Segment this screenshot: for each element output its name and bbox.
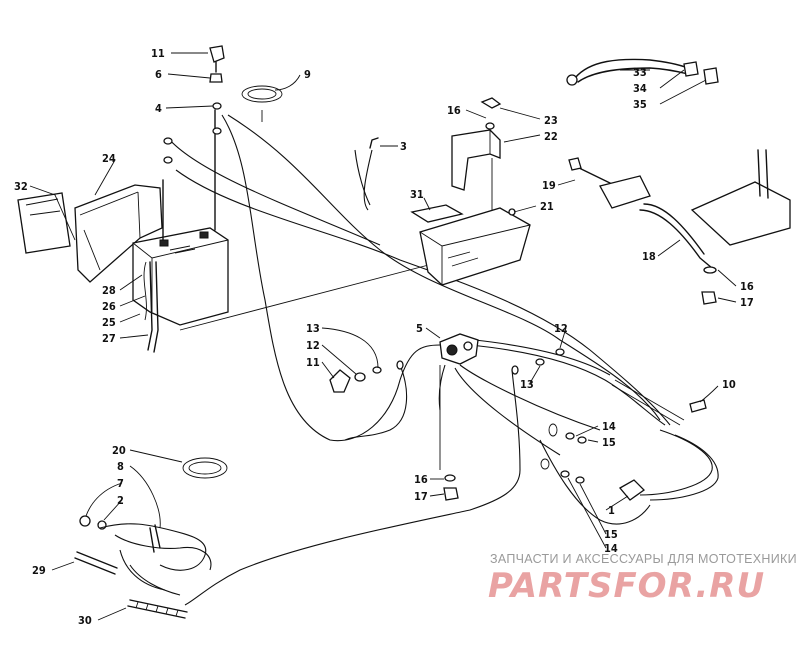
upper-right-assembly — [566, 58, 791, 305]
cable-harness — [167, 114, 719, 606]
callout-16: 16 — [447, 104, 461, 117]
battery — [132, 227, 229, 326]
callout-18: 18 — [642, 250, 656, 263]
watermark-logo: PARTSFOR.RU — [488, 566, 766, 606]
fuse-wiring — [443, 399, 707, 501]
callout-5: 5 — [416, 322, 423, 335]
wing-nut-23 — [480, 97, 502, 109]
callout-8: 8 — [117, 460, 124, 473]
callout-labels: 11 6 9 4 3 24 32 28 26 25 27 16 23 22 31… — [14, 47, 754, 627]
clamp-9 — [241, 85, 283, 103]
grommet-34 — [683, 61, 699, 77]
callout-29: 29 — [32, 564, 46, 577]
callout-11: 11 — [306, 356, 320, 369]
nut-17 — [701, 291, 717, 305]
callout-4: 4 — [155, 102, 162, 115]
callout-25: 25 — [102, 316, 116, 329]
battery-assembly — [17, 109, 229, 353]
bracket-18 — [639, 209, 713, 269]
callout-15: 15 — [604, 528, 618, 541]
callout-17: 17 — [414, 490, 428, 503]
callout-16: 16 — [740, 280, 754, 293]
callout-24: 24 — [102, 152, 116, 165]
callout-27: 27 — [102, 332, 116, 345]
connector-1 — [619, 479, 646, 501]
callout-12: 12 — [306, 339, 320, 352]
callout-15: 15 — [602, 436, 616, 449]
ground-cable-3 — [369, 137, 379, 149]
pad-31 — [410, 204, 464, 223]
battery-cover — [74, 184, 163, 283]
lower-left-assembly — [74, 457, 228, 619]
solenoid-5 — [439, 333, 479, 365]
battery-tray-21 — [419, 207, 531, 286]
callout-13: 13 — [306, 322, 320, 335]
callout-21: 21 — [540, 200, 554, 213]
callout-30: 30 — [78, 614, 92, 627]
callout-31: 31 — [410, 188, 424, 201]
callout-16: 16 — [414, 473, 428, 486]
callout-33: 33 — [633, 66, 647, 79]
side-panel — [17, 192, 71, 254]
callout-23: 23 — [544, 114, 558, 127]
footrest-plate — [690, 181, 791, 246]
callout-34: 34 — [633, 82, 647, 95]
bracket-assembly — [410, 97, 531, 286]
callout-7: 7 — [117, 477, 124, 490]
callout-2: 2 — [117, 494, 124, 507]
fuse-10 — [689, 399, 707, 413]
callout-28: 28 — [102, 284, 116, 297]
callout-1: 1 — [608, 504, 615, 517]
leader-lines — [29, 52, 737, 621]
callout-14: 14 — [602, 420, 616, 433]
callout-20: 20 — [112, 444, 126, 457]
hold-down-bracket-22 — [451, 129, 501, 191]
callout-14: 14 — [604, 542, 618, 555]
bolt-19 — [574, 165, 613, 185]
tube-29 — [74, 557, 116, 575]
boot-11 — [329, 369, 351, 393]
solenoid-assembly — [329, 333, 565, 393]
battery-strap — [147, 261, 153, 351]
callout-19: 19 — [542, 179, 556, 192]
cable-33 — [574, 58, 689, 79]
watermark-tagline: ЗАПЧАСТИ И АКСЕССУАРЫ ДЛЯ МОТОТЕХНИКИ — [490, 552, 797, 566]
callout-10: 10 — [722, 378, 736, 391]
nut-6 — [209, 73, 223, 83]
callout-6: 6 — [155, 68, 162, 81]
callout-26: 26 — [102, 300, 116, 313]
callout-32: 32 — [14, 180, 28, 193]
callout-35: 35 — [633, 98, 647, 111]
cap-11 — [209, 45, 225, 63]
callout-3: 3 — [400, 140, 407, 153]
harness-8 — [99, 523, 207, 571]
vent-tube — [143, 261, 147, 321]
callout-12: 12 — [554, 322, 568, 335]
conduit-30 — [127, 605, 186, 619]
boot-35 — [703, 67, 719, 85]
callout-17: 17 — [740, 296, 754, 309]
callout-11: 11 — [151, 47, 165, 60]
mount-block — [599, 175, 651, 209]
clamp-20 — [182, 457, 228, 479]
callout-22: 22 — [544, 130, 558, 143]
callout-13: 13 — [520, 378, 534, 391]
callout-9: 9 — [304, 68, 311, 81]
